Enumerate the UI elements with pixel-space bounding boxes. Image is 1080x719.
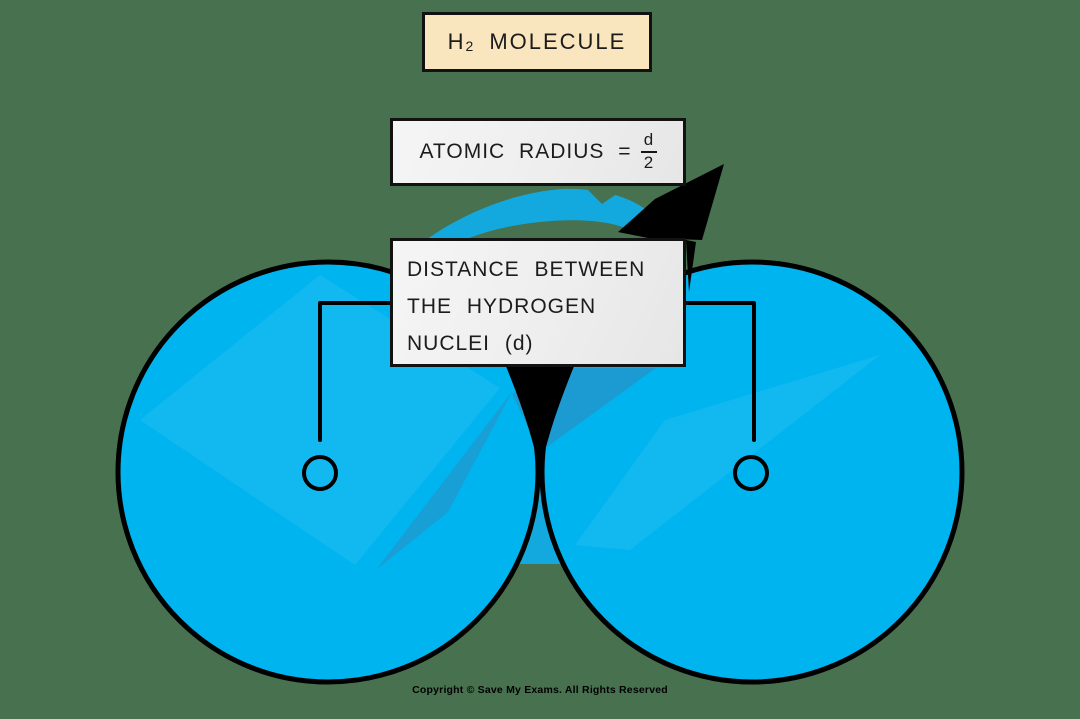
title-label: MOLECULE [489, 29, 627, 54]
fraction-numerator: d [643, 130, 654, 150]
atomic-radius-label: ATOMIC RADIUS = [419, 140, 632, 163]
right-atom-circle [539, 259, 965, 685]
distance-box: DISTANCE BETWEEN THE HYDROGEN NUCLEI (d) [390, 238, 686, 367]
watermark-bolt-funnel [503, 359, 577, 474]
watermark-bolt-sliver [686, 240, 696, 292]
watermark-swoosh-notch [583, 185, 621, 204]
right-connector-line [685, 301, 756, 442]
right-nucleus-circle [733, 455, 769, 491]
formula-base: H [447, 29, 466, 54]
fraction-denominator: 2 [643, 153, 654, 172]
watermark-swoosh-arc [397, 188, 652, 264]
distance-label-line1: DISTANCE BETWEEN [407, 258, 646, 281]
left-atom-circle [115, 259, 541, 685]
distance-label-line3: NUCLEI (d) [407, 332, 534, 355]
fraction-bar [640, 151, 657, 153]
left-nucleus-circle [302, 455, 338, 491]
left-connector-line [318, 301, 391, 442]
distance-label-line2: THE HYDROGEN [407, 295, 597, 318]
formula-subscript: 2 [465, 38, 474, 54]
watermark-bolt-tip [618, 164, 724, 240]
watermark-highlight-right [575, 355, 880, 550]
atomic-radius-box: ATOMIC RADIUS = d 2 [390, 118, 686, 186]
copyright-text: Copyright © Save My Exams. All Rights Re… [412, 684, 668, 696]
watermark-shade-left [376, 392, 512, 570]
radius-fraction: d 2 [640, 130, 657, 172]
